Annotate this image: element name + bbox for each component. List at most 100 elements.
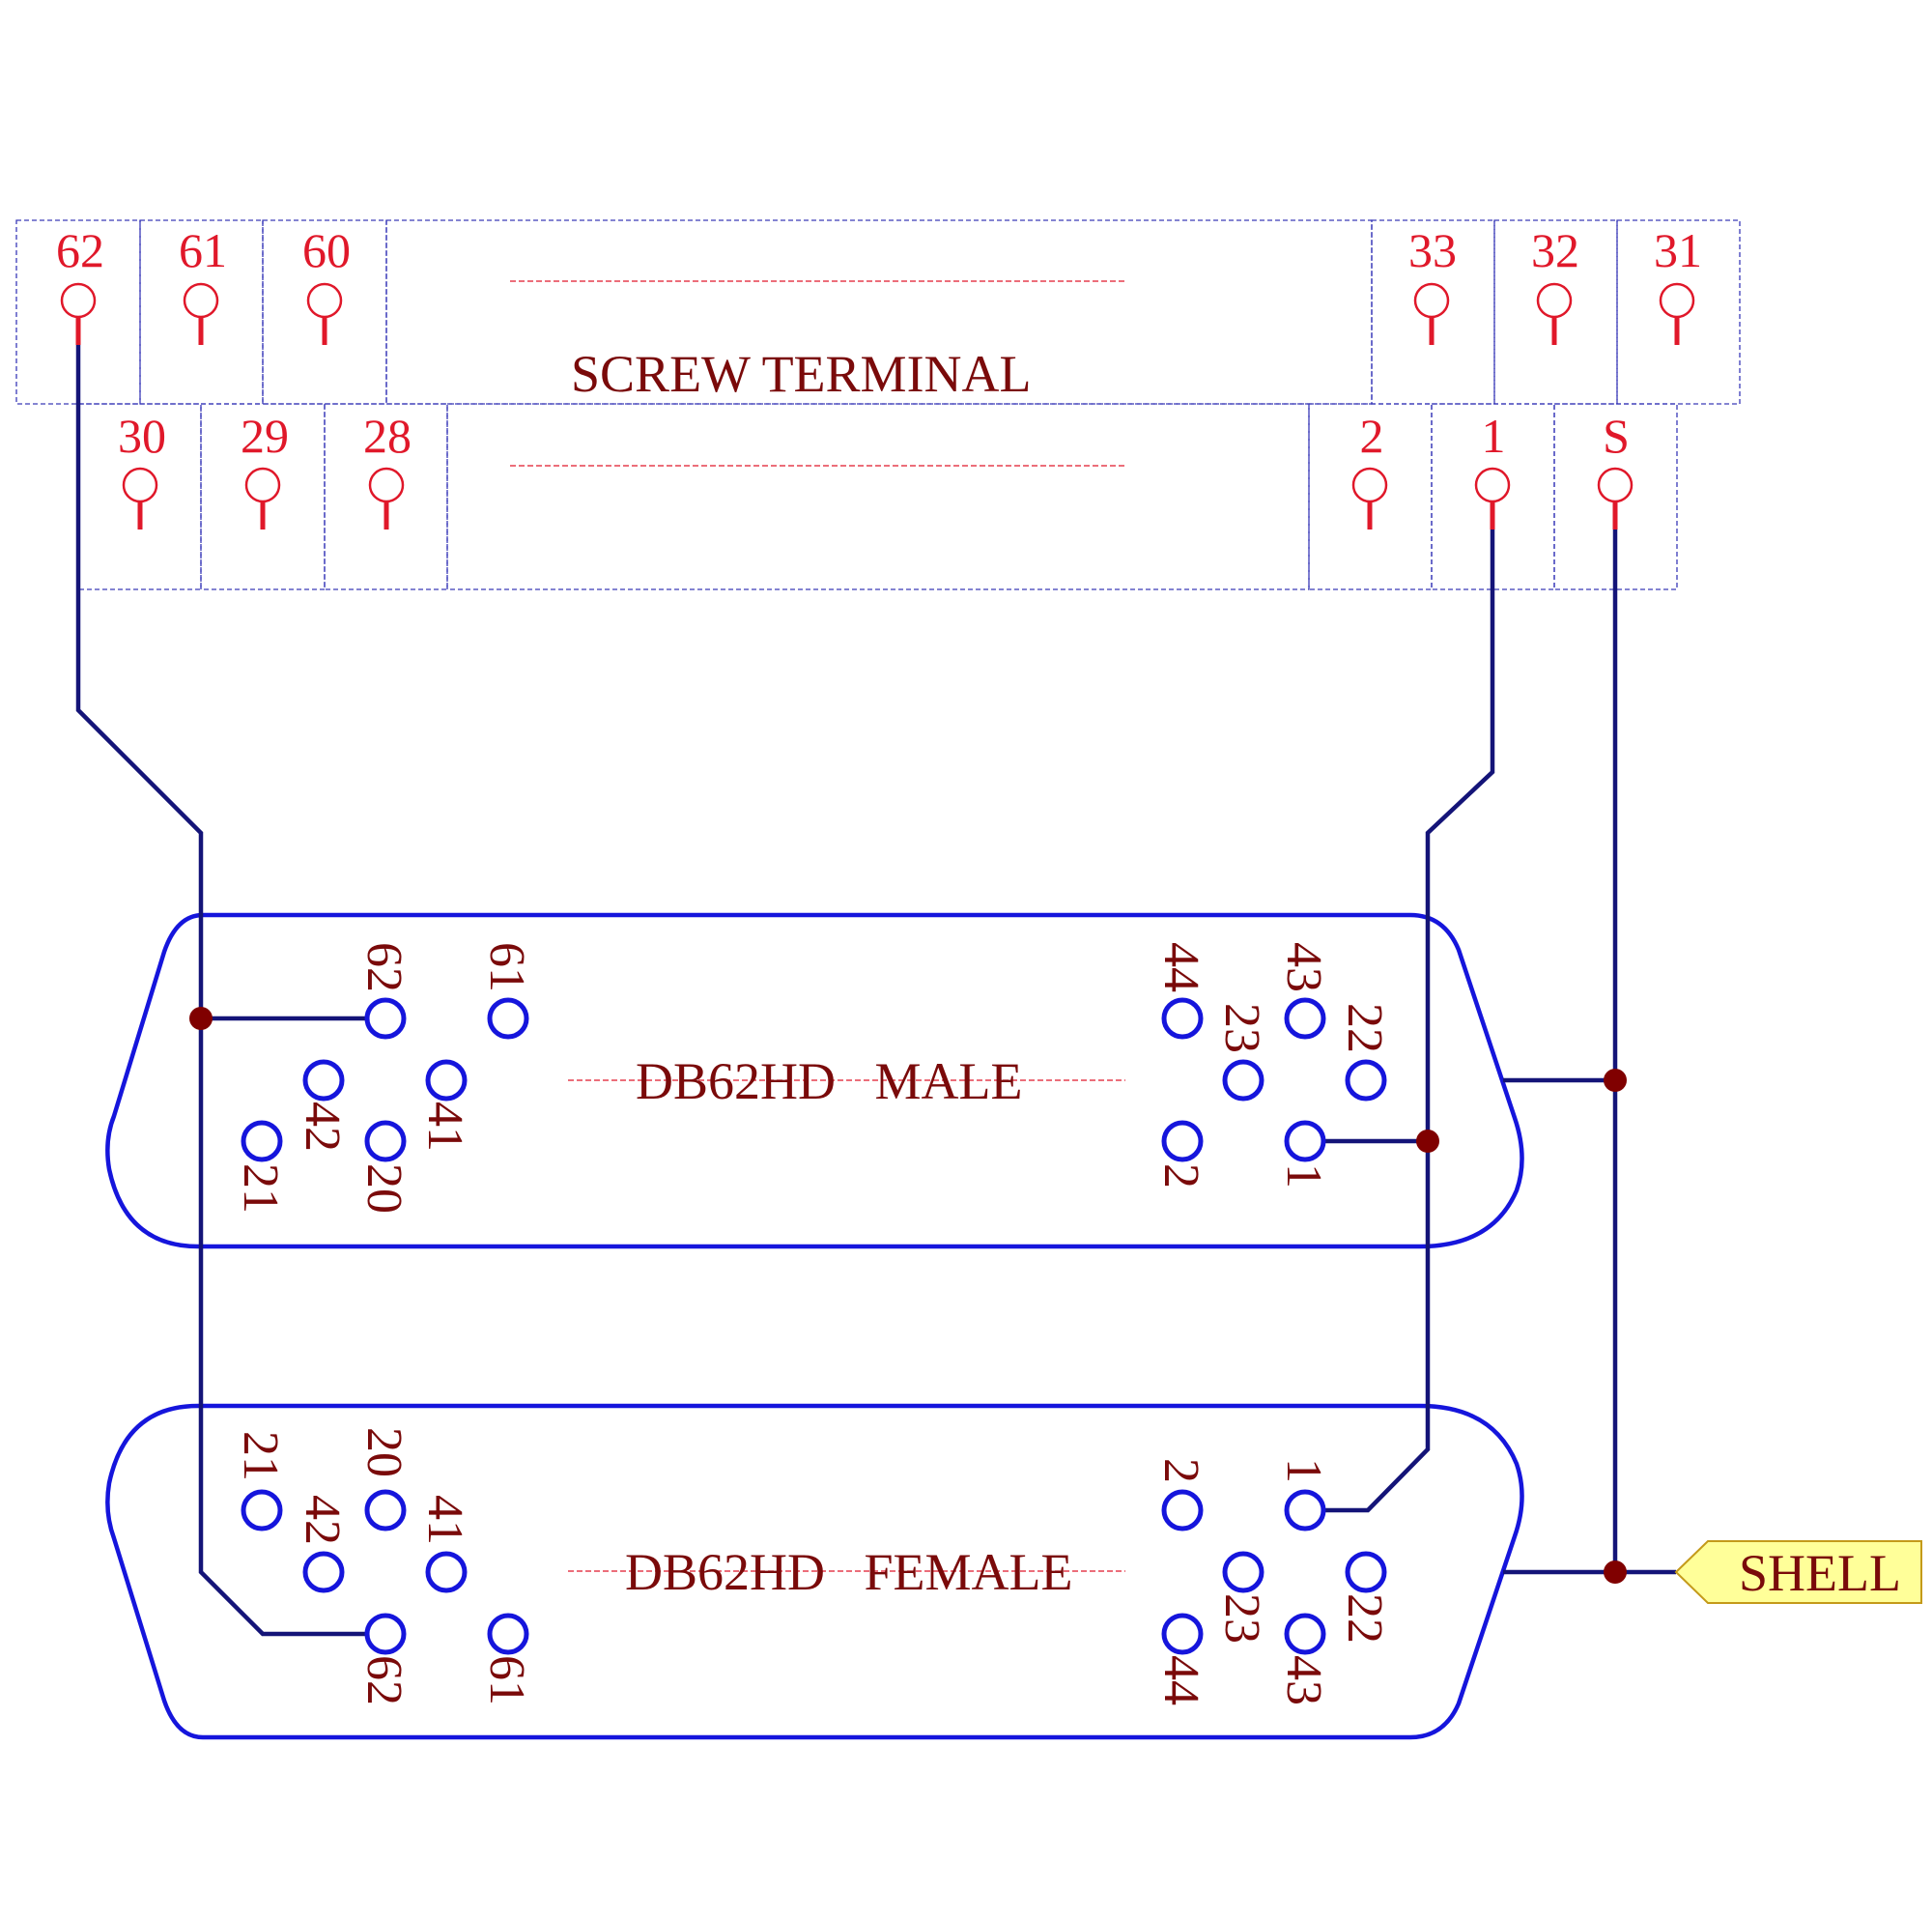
male-pin-label-62: 62 [356, 942, 412, 992]
female-pin-43 [1284, 1613, 1326, 1655]
screw-icon [244, 467, 281, 503]
screw-icon [1351, 467, 1388, 503]
wire-terminal-1 [1306, 530, 1495, 1513]
shell-net-label: SHELL [1674, 1540, 1922, 1604]
female-connector-title: DB62HD FEMALE [625, 1543, 1073, 1601]
terminal-62: 62 [56, 223, 104, 345]
screw-icon [122, 467, 158, 503]
terminal-S: S [1597, 409, 1634, 530]
wire-terminal-62 [75, 345, 385, 1637]
male-pin-2 [1161, 1120, 1204, 1162]
male-pin-21 [241, 1120, 283, 1162]
female-pin-label-1: 1 [1276, 1458, 1331, 1483]
male-pin-42 [302, 1059, 345, 1102]
female-pin-61 [487, 1613, 529, 1655]
junction-dot [189, 1007, 213, 1030]
male-pin-44 [1161, 997, 1204, 1040]
terminal-label-1: 1 [1482, 409, 1506, 463]
female-pin-label-20: 20 [356, 1427, 412, 1477]
female-pin-label-44: 44 [1153, 1655, 1208, 1705]
male-pin-label-23: 23 [1214, 1003, 1269, 1053]
terminal-label-28: 28 [363, 409, 412, 463]
male-pin-62 [364, 997, 407, 1040]
terminal-cell-29 [200, 403, 326, 590]
male-pin-label-2: 2 [1153, 1163, 1208, 1188]
male-pin-41 [425, 1059, 468, 1102]
shell-label: SHELL [1739, 1544, 1901, 1602]
female-connector-outline [105, 1403, 1524, 1740]
female-pin-2 [1161, 1489, 1204, 1532]
terminal-32: 32 [1531, 223, 1579, 345]
screw-terminal-title: SCREW TERMINAL [571, 345, 1032, 403]
male-pin-label-41: 41 [417, 1102, 472, 1152]
terminal-cell-31 [1616, 219, 1741, 405]
junction-dot [1604, 1560, 1627, 1584]
male-pin-1 [1284, 1120, 1326, 1162]
junction-dot [1604, 1069, 1627, 1092]
terminal-cell-middle-bottom [446, 403, 1310, 590]
female-pin-label-43: 43 [1276, 1655, 1331, 1705]
screw-icon [1536, 282, 1573, 319]
female-pin-label-61: 61 [479, 1655, 534, 1705]
male-connector-outline [105, 912, 1524, 1249]
screw-icon [183, 282, 219, 319]
terminal-1: 1 [1474, 409, 1511, 530]
screw-icon [60, 282, 97, 319]
terminal-label-30: 30 [118, 409, 166, 463]
screw-icon [1597, 467, 1634, 503]
male-pin-label-43: 43 [1276, 942, 1331, 992]
shell-flag [1674, 1540, 1922, 1604]
terminal-33: 33 [1408, 223, 1457, 345]
female-pin-23 [1222, 1551, 1264, 1593]
female-connector-pins: 21 20 41 42 62 61 2 1 23 22 44 43 [233, 1427, 1392, 1705]
terminal-label-32: 32 [1531, 223, 1579, 277]
female-pin-label-22: 22 [1337, 1593, 1392, 1644]
screw-icon [1659, 282, 1695, 319]
male-pin-43 [1284, 997, 1326, 1040]
male-pin-label-61: 61 [479, 942, 534, 992]
male-pin-label-20: 20 [356, 1163, 412, 1214]
terminal-label-61: 61 [179, 223, 227, 277]
junction-dot [1416, 1130, 1439, 1153]
male-pin-label-42: 42 [295, 1102, 350, 1152]
male-pin-20 [364, 1120, 407, 1162]
female-pin-44 [1161, 1613, 1204, 1655]
terminal-cell-60 [262, 219, 387, 405]
terminal-cell-62 [15, 219, 141, 405]
terminal-label-60: 60 [302, 223, 351, 277]
female-pin-22 [1345, 1551, 1387, 1593]
male-connector-pins: 62 61 42 41 21 20 44 43 23 22 2 1 [233, 942, 1392, 1214]
screw-icon [1413, 282, 1450, 319]
male-pin-label-44: 44 [1153, 942, 1208, 992]
female-pin-label-42: 42 [295, 1495, 350, 1545]
terminal-2: 2 [1351, 409, 1388, 530]
terminal-29: 29 [241, 409, 289, 530]
male-pin-61 [487, 997, 529, 1040]
female-pin-20 [364, 1489, 407, 1532]
female-pin-label-21: 21 [233, 1431, 288, 1481]
male-pin-label-21: 21 [233, 1163, 288, 1214]
screw-icon [1474, 467, 1511, 503]
female-pin-label-23: 23 [1214, 1593, 1269, 1644]
female-pin-label-41: 41 [417, 1495, 472, 1545]
terminal-label-29: 29 [241, 409, 289, 463]
male-pin-23 [1222, 1059, 1264, 1102]
screw-terminal-block: SCREW TERMINAL 62 61 60 33 32 31 [15, 219, 1741, 590]
terminal-28: 28 [363, 409, 412, 530]
female-pin-62 [364, 1613, 407, 1655]
terminal-label-31: 31 [1654, 223, 1702, 277]
male-pin-label-22: 22 [1337, 1003, 1392, 1053]
terminal-61: 61 [179, 223, 227, 345]
female-pin-label-2: 2 [1153, 1458, 1208, 1483]
screw-icon [368, 467, 405, 503]
terminal-label-2: 2 [1360, 409, 1384, 463]
male-connector-title: DB62HD MALE [636, 1052, 1023, 1110]
female-pin-label-62: 62 [356, 1655, 412, 1705]
female-pin-1 [1284, 1489, 1326, 1532]
terminal-30: 30 [118, 409, 166, 530]
terminal-60: 60 [302, 223, 351, 345]
male-pin-label-1: 1 [1276, 1163, 1331, 1188]
terminal-label-S: S [1603, 409, 1630, 463]
female-pin-41 [425, 1551, 468, 1593]
